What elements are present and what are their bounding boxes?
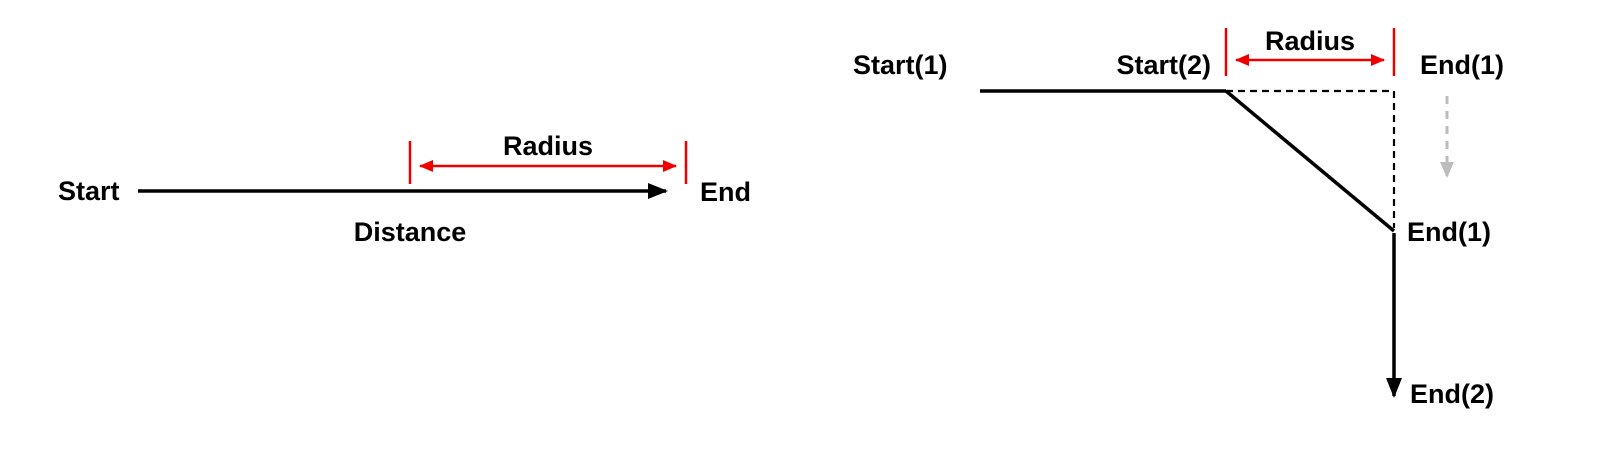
distance-label: Distance [354,217,467,247]
blend-diagonal-line [1224,89,1396,233]
end1-ghost-label: End(1) [1420,50,1504,80]
start2-label: Start(2) [1116,50,1211,80]
blended-corner-diagram: Start(1) Start(2) Radius End(1) End(1) E… [853,26,1504,409]
start1-label: Start(1) [853,50,948,80]
radius-label: Radius [503,131,593,161]
start-label: Start [58,176,120,206]
end1-label: End(1) [1407,217,1491,247]
radius-label-2: Radius [1265,26,1355,56]
straight-move-diagram: Start End Radius Distance [58,131,751,247]
end-label: End [700,177,751,207]
end2-label: End(2) [1410,379,1494,409]
